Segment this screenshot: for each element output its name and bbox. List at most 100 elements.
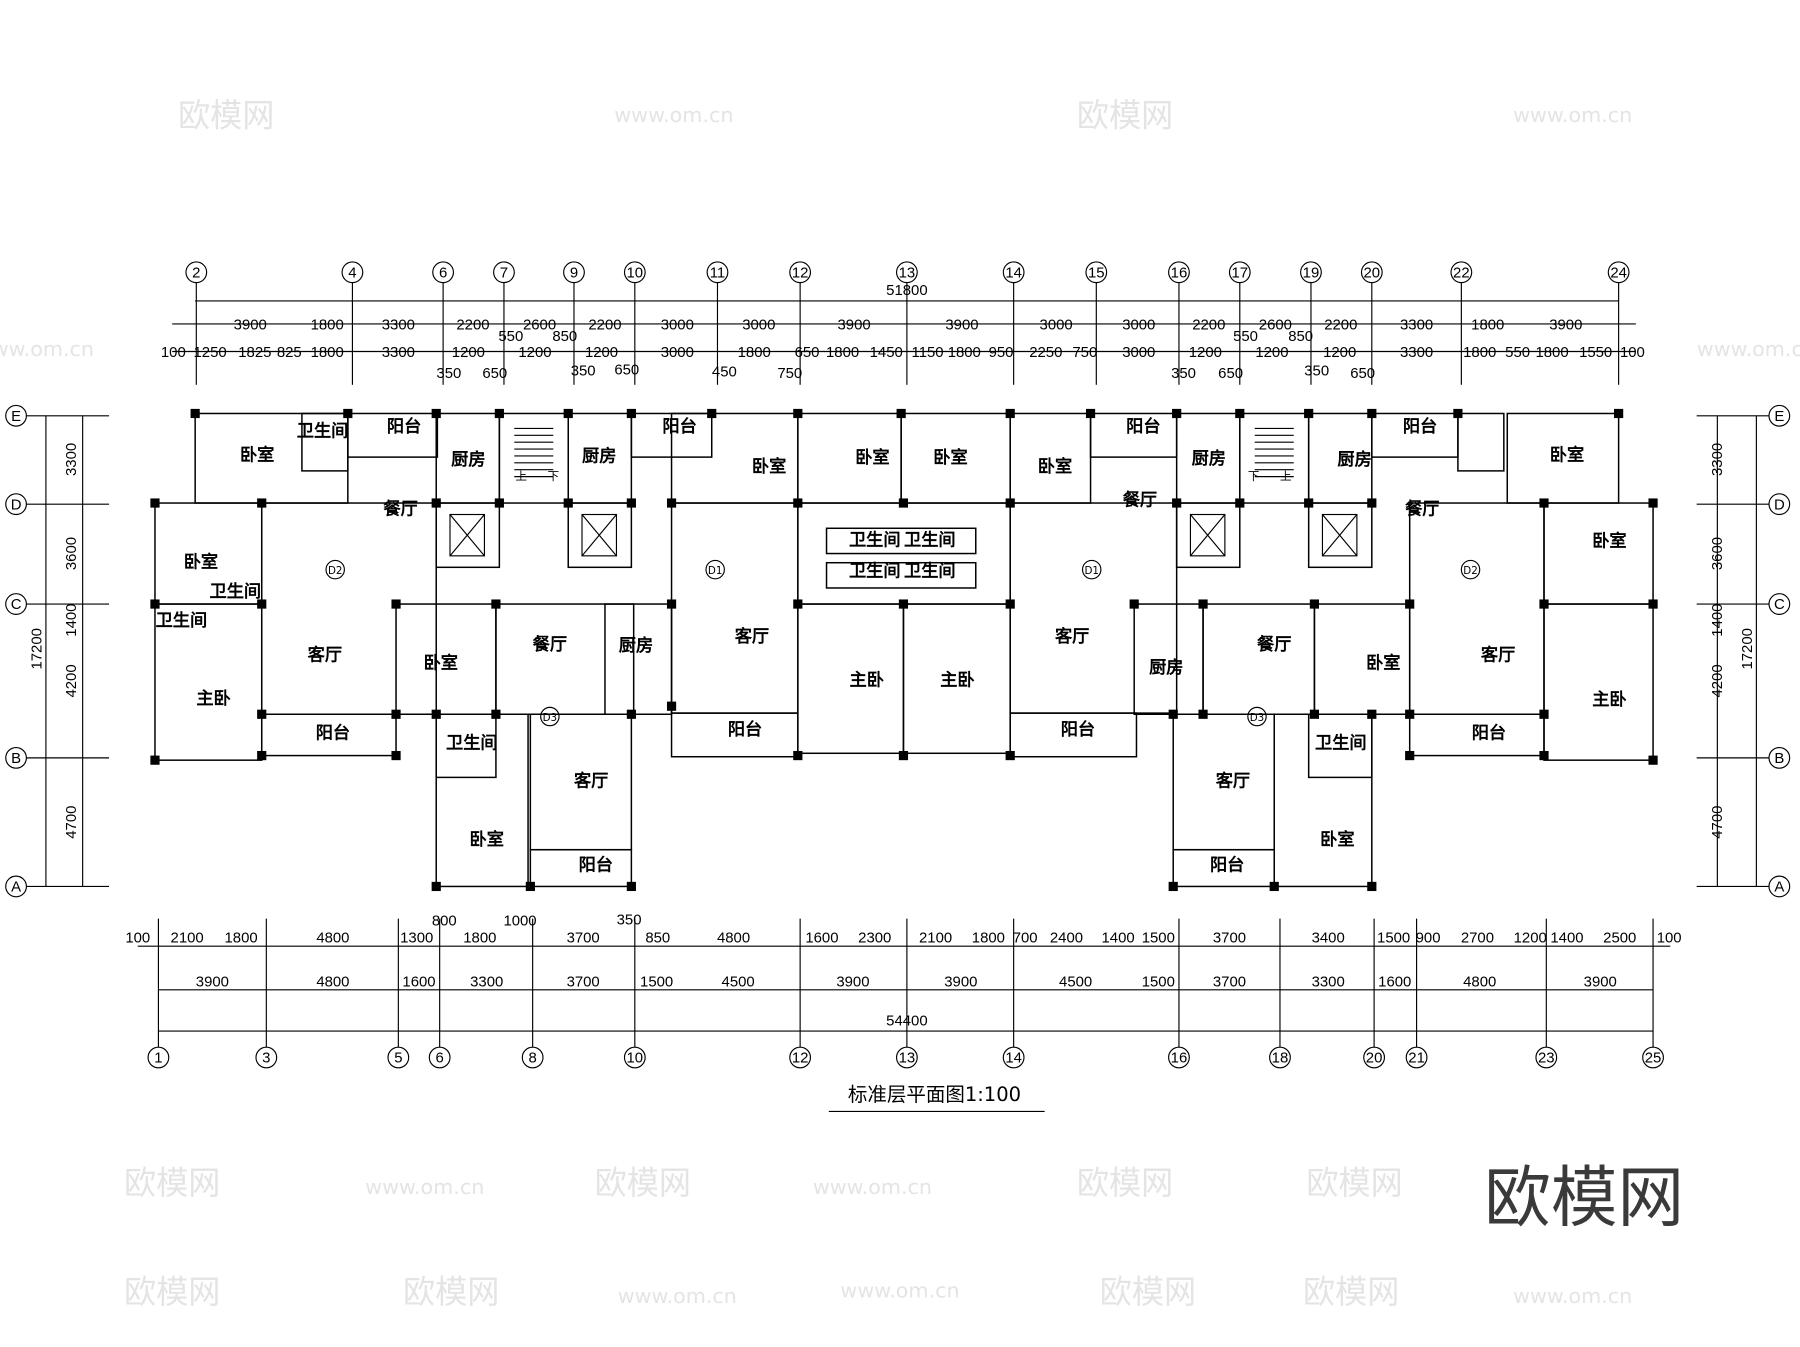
room-label: 阳台: [1403, 416, 1437, 437]
dimension-label: 650: [482, 365, 507, 382]
room-label: 客厅: [307, 644, 342, 665]
axis-bottom-bubble: [1363, 1046, 1386, 1069]
room-label: 卧室: [240, 445, 274, 466]
elevator-car: [449, 513, 486, 557]
wall-outline: [825, 561, 977, 589]
room-label: 主卧: [850, 670, 884, 691]
dimension-label: 4800: [316, 973, 349, 990]
room-label: 卧室: [752, 456, 786, 477]
structural-column: [626, 408, 636, 419]
structural-column: [1367, 408, 1377, 419]
axis-left-label: D: [11, 496, 22, 513]
structural-column: [1304, 408, 1314, 419]
site-watermark: www.om.cn: [614, 103, 733, 127]
room-label: 卫生间: [849, 530, 901, 551]
structural-column: [1405, 599, 1415, 609]
unit-type-bubble: [1247, 706, 1267, 727]
dimension-label: 1825: [238, 344, 271, 361]
structural-column: [1648, 755, 1658, 765]
room-label: 客厅: [734, 626, 769, 647]
dimension-label: 1150: [912, 344, 944, 361]
axis-top-bubble: [563, 261, 585, 284]
dimension-label: 1200: [1189, 344, 1222, 361]
axis-bottom-label: 13: [899, 1050, 916, 1067]
walls: 上下下上: [154, 412, 1654, 888]
structural-column: [1129, 599, 1139, 609]
room-label: 客厅: [1215, 771, 1250, 792]
axis-bottom-label: 1: [154, 1050, 162, 1067]
dimension-label: 3000: [742, 317, 775, 334]
unit-type-label: D2: [1463, 565, 1478, 577]
structural-column: [1453, 408, 1463, 419]
room-label: 卫生间: [210, 581, 262, 602]
dimension-label: 3900: [837, 317, 870, 334]
structural-column: [626, 881, 636, 892]
stair-direction-label: 下: [548, 469, 559, 483]
structural-column: [431, 709, 441, 719]
axis-left-label: C: [11, 596, 22, 613]
dimension-label: 100: [1657, 930, 1682, 947]
dimension-label: 1400: [1709, 604, 1726, 637]
axis-left-label: B: [11, 750, 21, 767]
axis-bottom-label: 20: [1366, 1050, 1383, 1067]
axis-top-label: 14: [1005, 264, 1022, 281]
dimension-label: 800: [432, 912, 457, 929]
dimension-label: 1800: [826, 344, 859, 361]
brand-watermark: 欧模网: [1100, 1273, 1196, 1311]
room-label: 客厅: [573, 771, 608, 792]
axis-right-label: E: [1774, 408, 1784, 425]
structural-column: [257, 498, 267, 508]
brand-watermark: 欧模网: [1077, 1164, 1173, 1202]
axis-bottom-bubble: [1002, 1046, 1025, 1069]
dimension-total-label: 17200: [1739, 628, 1756, 669]
dimension-label: 1500: [1142, 973, 1175, 990]
dimension-label: 3000: [1122, 317, 1155, 334]
axis-bottom-label: 16: [1171, 1050, 1188, 1067]
dimension-label: 2700: [1461, 930, 1494, 947]
axis-top-label: 4: [348, 264, 356, 281]
structural-column: [494, 498, 504, 508]
site-watermark: www.om.cn: [813, 1175, 932, 1199]
structural-column: [1539, 709, 1549, 719]
dimension-label: 950: [989, 344, 1014, 361]
structural-column: [391, 599, 401, 609]
structural-column: [1367, 881, 1377, 892]
axis-bottom-bubble: [895, 1046, 918, 1069]
axis-left-label: E: [11, 408, 21, 425]
elevator-cross: [1322, 514, 1358, 557]
axis-right-label: C: [1774, 596, 1785, 613]
structural-column: [1085, 408, 1096, 419]
dimension-label: 3900: [1584, 973, 1617, 990]
axis-right-bubble: [1768, 493, 1791, 516]
dimension-label: 3600: [1709, 537, 1726, 570]
axis-left-bubble: [5, 404, 27, 427]
axis-top-label: 7: [500, 264, 508, 281]
dimension-label: 1200: [1255, 344, 1288, 361]
structural-column: [626, 709, 636, 719]
structural-column: [1539, 599, 1549, 609]
axis-top-bubble: [185, 261, 208, 284]
dimension-label: 3700: [1213, 973, 1246, 990]
structural-column: [391, 709, 401, 719]
wall-outline: [1202, 603, 1316, 715]
axis-bottom-bubble: [255, 1046, 278, 1069]
room-label: 卫生间: [297, 420, 349, 441]
wall-outline: [347, 412, 439, 458]
site-watermark: www.om.cn: [0, 337, 94, 361]
axis-left-label: A: [11, 879, 21, 896]
dimension-label: 2200: [588, 317, 621, 334]
brand-watermark: 欧模网: [1306, 1164, 1402, 1202]
site-watermark: www.om.cn: [618, 1284, 737, 1308]
structural-column: [898, 498, 909, 508]
axis-top-label: 2: [192, 264, 200, 281]
wall-outline: [498, 412, 569, 504]
dimension-label: 825: [277, 344, 302, 361]
room-label: 主卧: [940, 670, 974, 691]
structural-column: [150, 498, 160, 508]
dimension-label: 3300: [382, 344, 415, 361]
structural-column: [431, 408, 441, 419]
room-label: 卧室: [1592, 531, 1626, 552]
elevator-cross: [449, 514, 485, 557]
axis-top-label: 20: [1364, 264, 1381, 281]
